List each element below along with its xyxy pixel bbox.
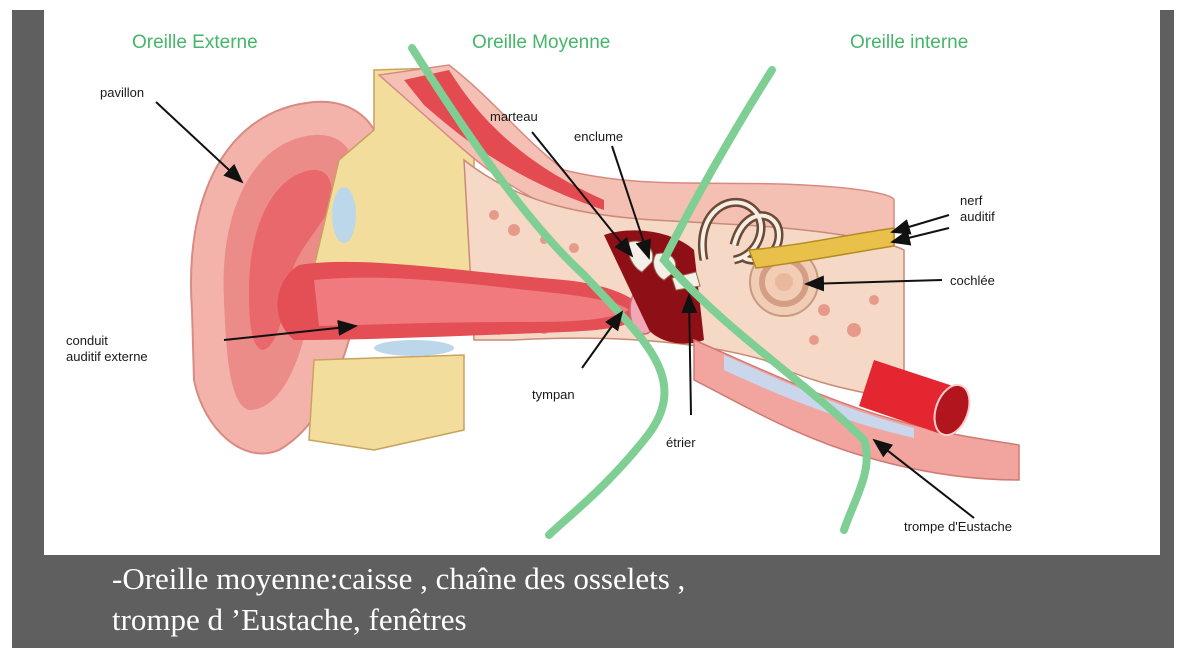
ear-anatomy-figure: Oreille Externe Oreille Moyenne Oreille … bbox=[44, 10, 1160, 555]
label-nerf-line1: nerf bbox=[960, 192, 982, 209]
label-pavillon: pavillon bbox=[100, 84, 144, 101]
region-label-middle-ear: Oreille Moyenne bbox=[472, 32, 610, 54]
caption-line-2: trompe d ’Eustache, fenêtres bbox=[112, 599, 1162, 640]
label-conduit-line2: auditif externe bbox=[66, 348, 148, 365]
region-label-outer-ear: Oreille Externe bbox=[132, 32, 258, 54]
slide-caption: -Oreille moyenne:caisse , chaîne des oss… bbox=[112, 558, 1162, 640]
label-tympan: tympan bbox=[532, 386, 575, 403]
region-label-inner-ear: Oreille interne bbox=[850, 32, 968, 54]
label-nerf-line2: auditif bbox=[960, 208, 995, 225]
label-etrier: étrier bbox=[666, 434, 696, 451]
label-marteau: marteau bbox=[490, 108, 538, 125]
label-enclume: enclume bbox=[574, 128, 623, 145]
caption-line-1: -Oreille moyenne:caisse , chaîne des oss… bbox=[112, 558, 1162, 599]
label-trompe: trompe d'Eustache bbox=[904, 518, 1012, 535]
label-conduit-line1: conduit bbox=[66, 332, 108, 349]
label-cochlee: cochlée bbox=[950, 272, 995, 289]
